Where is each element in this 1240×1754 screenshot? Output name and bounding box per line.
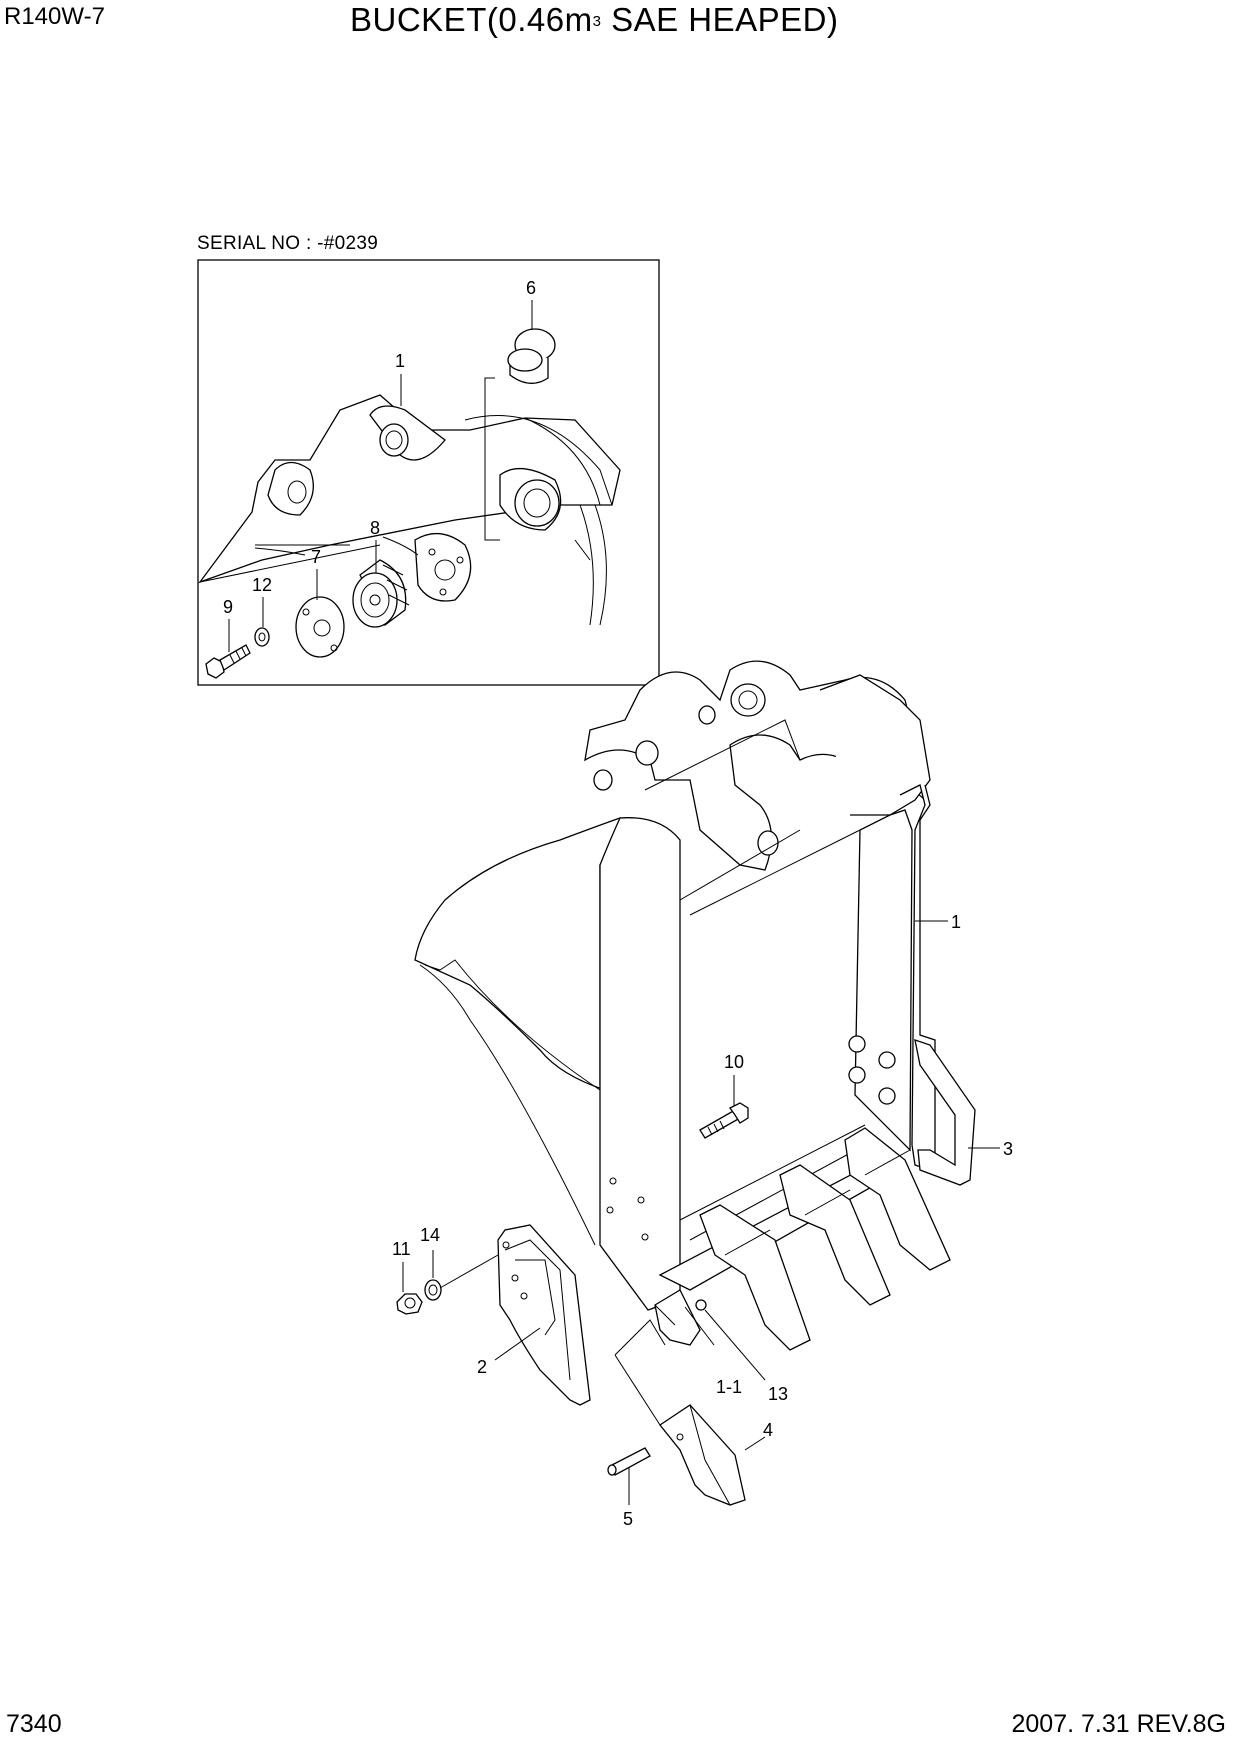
inset-callout-9: 9	[223, 597, 233, 617]
callout-13: 13	[768, 1384, 788, 1404]
tooth-4	[659, 1404, 746, 1506]
bolt-10	[699, 1102, 749, 1139]
inset-callout-1: 1	[395, 351, 405, 371]
inset-bucket-body	[198, 394, 621, 626]
nut-11	[396, 1293, 423, 1315]
inset-boss-plate	[414, 533, 472, 602]
inset-leaders	[228, 300, 533, 652]
page-number: 7340	[6, 1710, 62, 1738]
main-leaders	[402, 920, 1000, 1505]
callout-5: 5	[623, 1509, 633, 1529]
title-superscript: 3	[592, 13, 602, 30]
title-main: BUCKET(0.46m	[350, 1, 593, 38]
main-bucket-body	[414, 660, 936, 1311]
callout-10: 10	[724, 1052, 744, 1072]
inset-callout-6: 6	[526, 278, 536, 298]
inset-bolt-9	[205, 644, 251, 679]
inset-washer-12	[254, 627, 270, 647]
nut-13	[695, 1299, 707, 1311]
inset-spacer-8	[352, 559, 410, 628]
inset-callout-8: 8	[370, 518, 380, 538]
callout-11: 11	[392, 1239, 411, 1259]
callout-1: 1	[951, 912, 961, 932]
pin-5	[607, 1447, 651, 1476]
title-rest: SAE HEAPED)	[601, 1, 839, 38]
date-revision: 2007. 7.31 REV.8G	[1011, 1710, 1226, 1738]
inset-ear-plates	[267, 405, 562, 531]
callout-3: 3	[1003, 1139, 1013, 1159]
inset-callout-7: 7	[311, 547, 321, 567]
callout-2: 2	[477, 1357, 487, 1377]
washer-14	[424, 1279, 442, 1301]
model-number: R140W-7	[4, 3, 105, 30]
side-cutter-3	[914, 1039, 976, 1186]
bucket-teeth	[654, 1127, 951, 1351]
inset-frame	[197, 259, 660, 686]
inset-bushing-6	[484, 328, 556, 541]
inset-plate-7	[295, 596, 345, 658]
page-title: BUCKET(0.46m3 SAE HEAPED)	[350, 2, 838, 38]
callout-1-1: 1-1	[716, 1377, 742, 1397]
serial-number-label: SERIAL NO : -#0239	[197, 233, 379, 254]
side-cutter-2	[497, 1224, 591, 1406]
callout-4: 4	[763, 1420, 773, 1440]
callout-14: 14	[420, 1225, 440, 1245]
inset-callout-12: 12	[252, 575, 272, 595]
